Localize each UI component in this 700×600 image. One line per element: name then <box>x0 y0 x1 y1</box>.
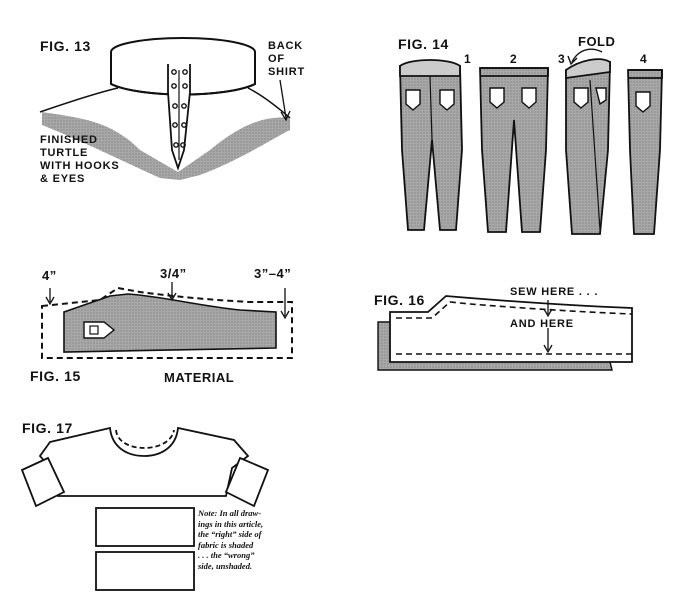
fig13-caption: FINISHED TURTLE WITH HOOKS & EYES <box>40 134 120 185</box>
sew-here-label: SEW HERE . . . <box>510 286 599 298</box>
back-of-shirt-label: BACK OF SHIRT <box>268 40 305 78</box>
step-3-label: 3 <box>558 52 566 66</box>
fig13-title: FIG. 13 <box>40 38 91 54</box>
step-1-label: 1 <box>464 52 472 66</box>
shading-note: Note: In all draw- ings in this article,… <box>198 508 264 571</box>
fig17-drawing <box>20 426 270 591</box>
dim-4in-label: 4” <box>42 268 57 283</box>
and-here-label: AND HERE <box>510 318 574 330</box>
fig14-drawing <box>399 48 663 235</box>
fig15-title: FIG. 15 <box>30 368 81 384</box>
dim-3-4in-label: 3”–4” <box>254 266 292 281</box>
fig14-title: FIG. 14 <box>398 36 449 52</box>
shirt-body-shading <box>42 112 290 180</box>
material-label: MATERIAL <box>164 370 235 385</box>
fig17-title: FIG. 17 <box>22 420 73 436</box>
dim-three-quarter-label: 3/4” <box>160 266 187 281</box>
fold-label: FOLD <box>578 34 616 49</box>
fig16-title: FIG. 16 <box>374 292 425 308</box>
fig15-drawing <box>41 282 293 359</box>
fig16-drawing <box>377 295 633 371</box>
fig13-drawing <box>39 37 291 180</box>
step-4-label: 4 <box>640 52 648 66</box>
step-2-label: 2 <box>510 52 518 66</box>
